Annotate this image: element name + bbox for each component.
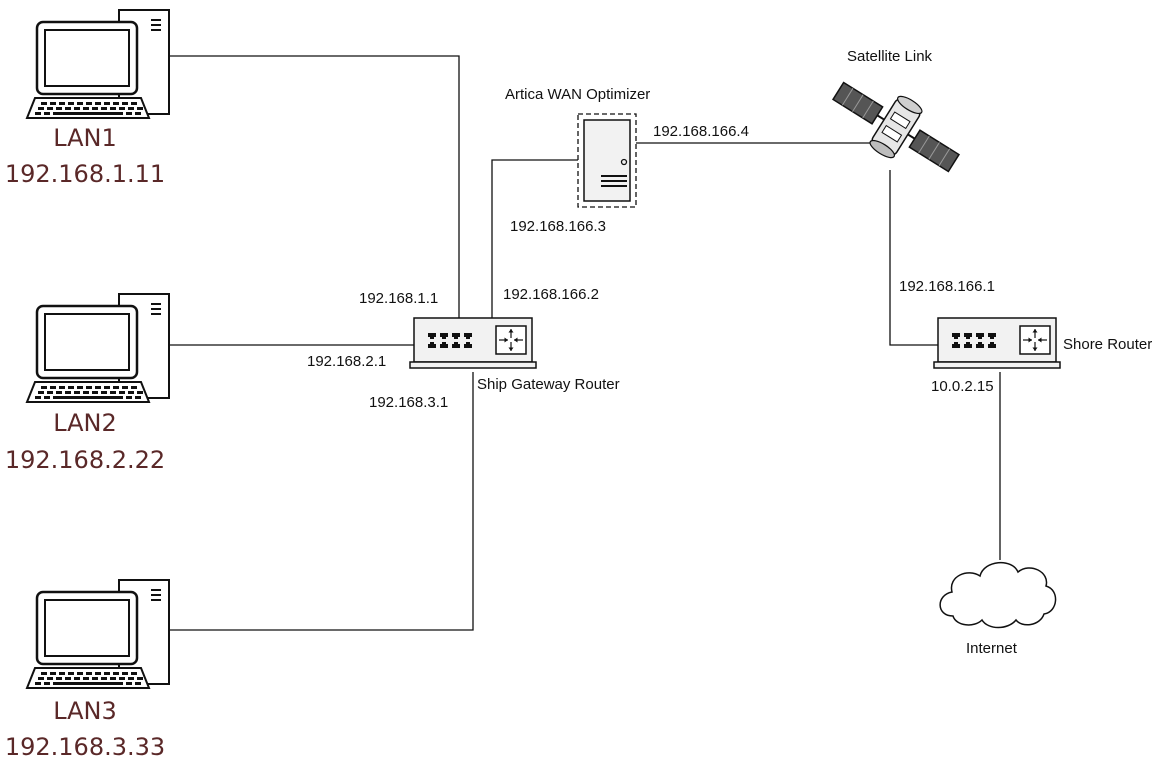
internet-label: Internet: [966, 640, 1017, 658]
lan1-name: LAN1: [0, 124, 185, 152]
desktop-computer-icon: [27, 10, 169, 118]
link-lan1: [150, 56, 459, 318]
server-icon: [578, 114, 636, 207]
lan3-name: LAN3: [0, 697, 185, 725]
ship-router-lan3-ip: 192.168.3.1: [369, 394, 448, 412]
link-satellite-shore: [890, 170, 938, 345]
ship-router-lan2-ip: 192.168.2.1: [307, 353, 386, 371]
shore-router-out-ip: 10.0.2.15: [931, 378, 994, 396]
router-icon: [934, 318, 1060, 368]
shore-router-in-ip: 192.168.166.1: [899, 278, 995, 296]
lan3-ip: 192.168.3.33: [0, 733, 185, 761]
lan2-name: LAN2: [0, 409, 185, 437]
wan-optimizer-out-ip: 192.168.166.4: [653, 123, 749, 141]
router-icon: [410, 318, 536, 368]
wan-optimizer-label: Artica WAN Optimizer: [505, 86, 650, 104]
shore-router-label: Shore Router: [1063, 336, 1152, 354]
lan1-ip: 192.168.1.11: [0, 160, 185, 188]
ship-router-lan1-ip: 192.168.1.1: [359, 290, 438, 308]
desktop-computer-icon: [27, 294, 169, 402]
satellite-icon: [822, 65, 970, 190]
ship-router-label: Ship Gateway Router: [477, 376, 620, 394]
desktop-computer-icon: [27, 580, 169, 688]
cloud-icon: [940, 563, 1055, 628]
wan-optimizer-in-ip: 192.168.166.3: [510, 218, 606, 236]
ship-router-wan-ip: 192.168.166.2: [503, 286, 599, 304]
lan2-ip: 192.168.2.22: [0, 446, 185, 474]
satellite-label: Satellite Link: [847, 48, 932, 66]
